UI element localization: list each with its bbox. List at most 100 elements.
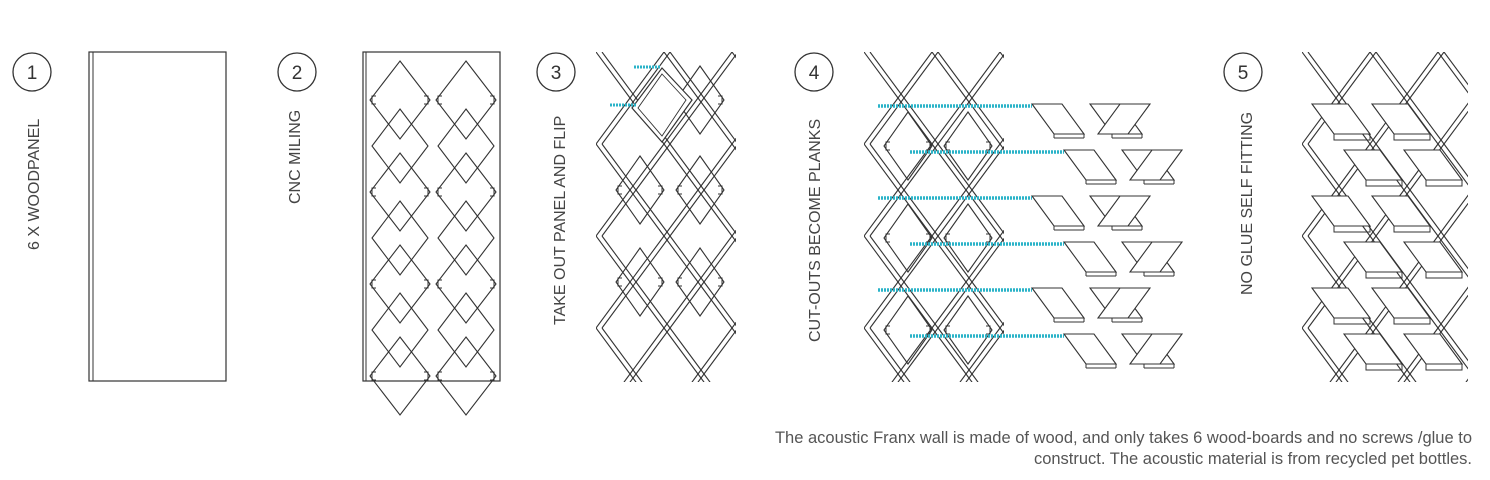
notch: [490, 95, 495, 105]
notch: [718, 277, 723, 287]
frame-strut: [869, 327, 905, 375]
frame-strut: [635, 327, 671, 375]
notch: [986, 233, 991, 243]
frame-strut: [623, 373, 631, 382]
diamond-cutout: [369, 152, 431, 232]
frame-strut: [601, 52, 637, 99]
frame-strut: [864, 235, 899, 283]
notch: [424, 279, 429, 289]
frame-strut: [766, 282, 800, 328]
frame-strut: [1443, 202, 1468, 237]
notch: [658, 185, 663, 195]
frame-strut: [1472, 282, 1490, 328]
frame-strut: [663, 235, 699, 283]
notch: [926, 233, 931, 243]
frame-strut: [772, 98, 806, 144]
frame-strut: [731, 137, 736, 145]
frame-strut: [635, 373, 643, 382]
alignment-guides: [878, 104, 1064, 338]
frame-strut: [1472, 328, 1490, 374]
frame-strut: [669, 143, 705, 191]
notch: [424, 371, 429, 381]
frame-strut: [869, 281, 905, 329]
diamond-cutout: [371, 292, 429, 368]
frame-strut: [601, 281, 637, 329]
frame-strut: [663, 281, 699, 329]
frame-strut: [1472, 190, 1490, 236]
frame-strut: [897, 373, 905, 382]
frame-strut: [731, 327, 736, 335]
frame-strut: [1403, 52, 1439, 99]
frame-strut: [1443, 110, 1468, 145]
frame-strut: [635, 281, 671, 329]
step-number-circle: [794, 52, 834, 92]
frame-strut: [965, 52, 1001, 99]
plank: [1062, 333, 1118, 365]
step-label: CUT-OUTS BECOME PLANKS: [807, 119, 824, 342]
diamond-cutout: [435, 244, 497, 324]
diamond-cutout: [371, 200, 429, 276]
frame-strut: [1335, 52, 1371, 99]
frame-strut: [669, 97, 705, 145]
frame-strut: [965, 373, 973, 382]
frame-strut: [766, 144, 800, 190]
step-label: NO GLUE SELF FITTING: [1239, 112, 1256, 295]
frame-strut: [999, 52, 1004, 59]
notch: [885, 233, 890, 243]
caption-line-1: The acoustic Franx wall is made of wood,…: [774, 429, 1472, 447]
frame-strut: [766, 328, 800, 374]
frame-strut: [1444, 374, 1478, 420]
notch: [371, 95, 376, 105]
frame-strut: [1478, 190, 1490, 236]
frame-strut: [1478, 328, 1490, 374]
frame-strut: [738, 374, 772, 420]
frame-strut: [959, 373, 967, 382]
notch: [490, 279, 495, 289]
frame-strut: [1000, 374, 1034, 420]
frame-strut: [629, 281, 665, 329]
step-1: 1 6 X WOODPANEL: [12, 52, 52, 250]
notch: [986, 325, 991, 335]
notch: [658, 277, 663, 287]
frame-strut: [697, 373, 705, 382]
diamond-cutout: [675, 65, 725, 135]
frame-strut: [663, 97, 699, 145]
frame-strut: [731, 235, 736, 243]
frame-strut: [596, 327, 631, 375]
step-number: 4: [809, 63, 820, 84]
frame-strut: [869, 143, 905, 191]
frame-strut: [738, 282, 772, 328]
frame-strut: [869, 97, 905, 145]
frame-strut: [864, 143, 899, 191]
notch: [945, 141, 950, 151]
frame-strut: [635, 189, 671, 237]
frame-strut: [629, 235, 665, 283]
diamond-cutout: [437, 200, 495, 276]
frame-strut: [738, 52, 772, 98]
frame-strut: [766, 190, 800, 236]
frame-strut: [891, 373, 899, 382]
frame-strut: [601, 327, 637, 375]
frame-strut: [703, 97, 736, 143]
frame-strut: [1437, 143, 1468, 186]
frame-strut: [1437, 194, 1468, 237]
frame-strut: [772, 282, 806, 328]
frame-strut: [1443, 294, 1468, 329]
frame-strut: [1375, 52, 1411, 99]
notch: [617, 185, 622, 195]
notch: [926, 325, 931, 335]
plank: [1062, 149, 1118, 181]
frame-strut: [697, 327, 733, 375]
frame-strut: [1437, 102, 1468, 145]
frame-strut: [703, 53, 736, 99]
notch: [371, 279, 376, 289]
frame-strut: [1307, 235, 1343, 283]
frame-strut: [869, 235, 905, 283]
frame-strut: [1443, 235, 1468, 270]
frame-strut: [1397, 373, 1405, 382]
frame-strut: [738, 236, 772, 282]
frame-strut: [1302, 327, 1337, 375]
plank: [1096, 287, 1152, 319]
frame-strut: [1302, 52, 1337, 99]
frame-strut: [1409, 373, 1417, 382]
